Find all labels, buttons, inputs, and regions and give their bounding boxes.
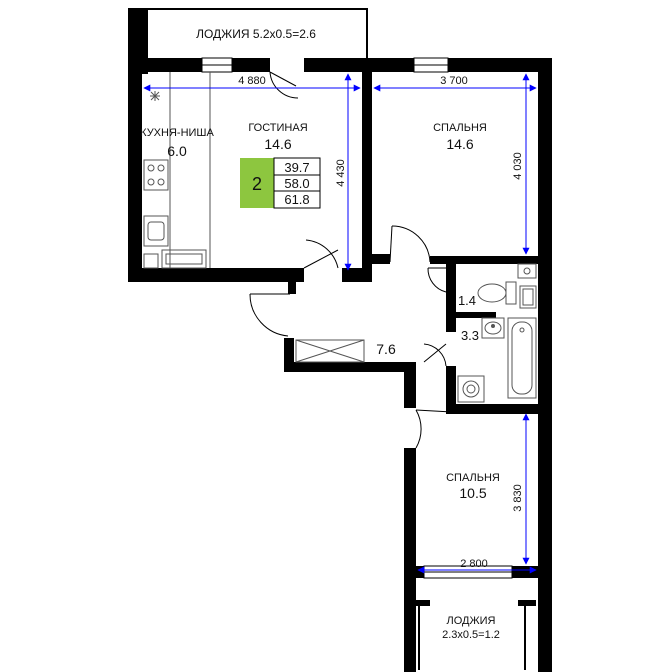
living-width-dim: 4 880 [238, 75, 266, 87]
living-name: ГОСТИНАЯ [248, 122, 307, 134]
bedroom2-name: СПАЛЬНЯ [446, 472, 500, 484]
badge-rooms-count: 2 [252, 174, 262, 194]
fridge-icon [150, 91, 160, 101]
bedroom1-height-dim: 4 030 [512, 152, 524, 180]
badge-total-area: 58.0 [284, 176, 309, 191]
area-badge: 2 39.7 58.0 61.8 [240, 157, 321, 209]
kitchen-fixtures [143, 72, 211, 269]
toilet-area: 1.4 [458, 293, 476, 308]
living-height-dim: 4 430 [335, 159, 347, 187]
hall-area: 7.6 [376, 341, 396, 357]
bath-area: 3.3 [461, 328, 479, 343]
dimension-lines [143, 73, 537, 574]
bedroom1-width-dim: 3 700 [440, 75, 468, 87]
bedroom2-area: 10.5 [459, 485, 486, 501]
bedroom1-name: СПАЛЬНЯ [433, 122, 487, 134]
kitchen-name: КУХНЯ-НИША [140, 127, 214, 139]
living-area: 14.6 [264, 136, 291, 152]
badge-total-with-loggia: 61.8 [284, 192, 309, 207]
loggia-bottom-dims: 2.3x0.5=1.2 [442, 629, 500, 641]
kitchen-area: 6.0 [167, 143, 187, 159]
bedroom2-height-dim: 3 830 [512, 484, 524, 512]
badge-living-area: 39.7 [284, 160, 309, 175]
loggia-top-label: ЛОДЖИЯ 5.2x0.5=2.6 [196, 27, 316, 41]
dimension-labels: 4 880 3 700 4 430 4 030 3 830 2 800 [238, 75, 524, 570]
bedroom2-width-dim: 2 800 [460, 558, 488, 570]
plumbing-fixtures [295, 263, 537, 403]
bedroom1-area: 14.6 [446, 136, 473, 152]
loggia-bottom-name: ЛОДЖИЯ [447, 615, 496, 627]
doors [249, 71, 454, 449]
room-labels: ЛОДЖИЯ 5.2x0.5=2.6 КУХНЯ-НИША 6.0 ГОСТИН… [140, 27, 500, 641]
badge-rooms-box [240, 158, 274, 208]
walls [128, 8, 552, 672]
